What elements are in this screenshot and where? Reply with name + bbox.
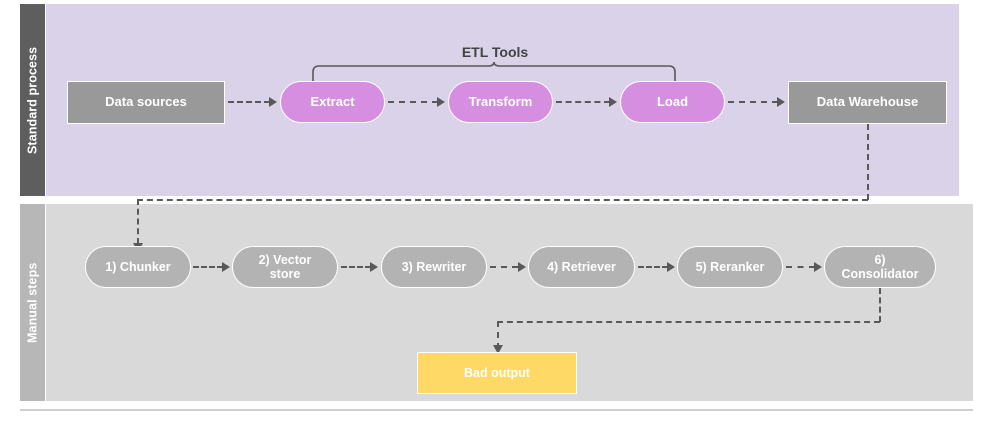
connector-output-drop bbox=[497, 321, 501, 349]
arrow-vector-store-to-rewriter bbox=[341, 266, 371, 270]
arrow-chunker-to-vector-store-head bbox=[222, 262, 230, 272]
connector-consolidator-drop bbox=[879, 288, 883, 322]
node-data-warehouse-label: Data Warehouse bbox=[816, 94, 919, 110]
node-load[interactable]: Load bbox=[620, 81, 725, 123]
lane-standard-process-label: Standard process bbox=[20, 4, 45, 196]
bottom-divider-rule bbox=[20, 409, 973, 411]
arrow-data-sources-to-extract-head bbox=[269, 97, 277, 107]
arrow-extract-to-transform-head bbox=[437, 97, 445, 107]
node-transform-label: Transform bbox=[468, 93, 533, 109]
arrow-transform-to-load-head bbox=[609, 97, 617, 107]
arrow-load-to-data-warehouse-head bbox=[777, 97, 785, 107]
etl-tools-bracket-icon bbox=[312, 61, 676, 83]
arrow-reranker-to-consolidator bbox=[786, 266, 815, 270]
arrow-rewriter-to-retriever bbox=[490, 266, 518, 270]
connector-warehouse-to-chunker-run bbox=[137, 199, 868, 203]
etl-tools-caption: ETL Tools bbox=[461, 44, 529, 60]
node-reranker-label: 5) Reranker bbox=[695, 259, 765, 274]
arrow-load-to-data-warehouse bbox=[728, 101, 778, 105]
node-extract-label: Extract bbox=[310, 93, 355, 109]
node-rewriter-label: 3) Rewriter bbox=[401, 259, 467, 274]
arrow-extract-to-transform bbox=[388, 101, 438, 105]
node-vector-store[interactable]: 2) Vector store bbox=[232, 246, 338, 288]
node-data-sources-label: Data sources bbox=[105, 94, 187, 110]
arrow-reranker-to-consolidator-head bbox=[814, 262, 822, 272]
arrow-transform-to-load bbox=[556, 101, 610, 105]
arrow-chunker-to-vector-store bbox=[193, 266, 223, 270]
node-bad-output-label: Bad output bbox=[464, 365, 530, 380]
node-retriever[interactable]: 4) Retriever bbox=[528, 246, 635, 288]
node-chunker[interactable]: 1) Chunker bbox=[85, 246, 191, 288]
arrow-rewriter-to-retriever-head bbox=[518, 262, 526, 272]
node-transform[interactable]: Transform bbox=[448, 81, 553, 123]
node-data-sources[interactable]: Data sources bbox=[67, 81, 225, 124]
node-consolidator[interactable]: 6) Consolidator bbox=[824, 246, 936, 288]
connector-warehouse-drop bbox=[867, 124, 871, 200]
connector-consolidator-to-output-run bbox=[497, 321, 880, 325]
node-bad-output[interactable]: Bad output bbox=[417, 352, 577, 394]
node-load-label: Load bbox=[656, 93, 689, 109]
node-chunker-label: 1) Chunker bbox=[105, 259, 171, 274]
node-consolidator-label: 6) Consolidator bbox=[841, 252, 919, 281]
arrow-retriever-to-reranker-head bbox=[667, 262, 675, 272]
arrow-data-sources-to-extract bbox=[228, 101, 270, 105]
arrow-retriever-to-reranker bbox=[638, 266, 668, 270]
arrow-vector-store-to-rewriter-head bbox=[370, 262, 378, 272]
node-rewriter[interactable]: 3) Rewriter bbox=[381, 246, 487, 288]
node-retriever-label: 4) Retriever bbox=[547, 259, 616, 274]
node-extract[interactable]: Extract bbox=[280, 81, 385, 123]
node-vector-store-label: 2) Vector store bbox=[258, 252, 312, 281]
node-data-warehouse[interactable]: Data Warehouse bbox=[788, 81, 947, 124]
connector-chunker-drop bbox=[137, 199, 141, 244]
node-reranker[interactable]: 5) Reranker bbox=[677, 246, 783, 288]
arrow-consolidator-to-bad-output-head bbox=[493, 345, 503, 354]
lane-manual-steps-label: Manual steps bbox=[20, 204, 45, 401]
